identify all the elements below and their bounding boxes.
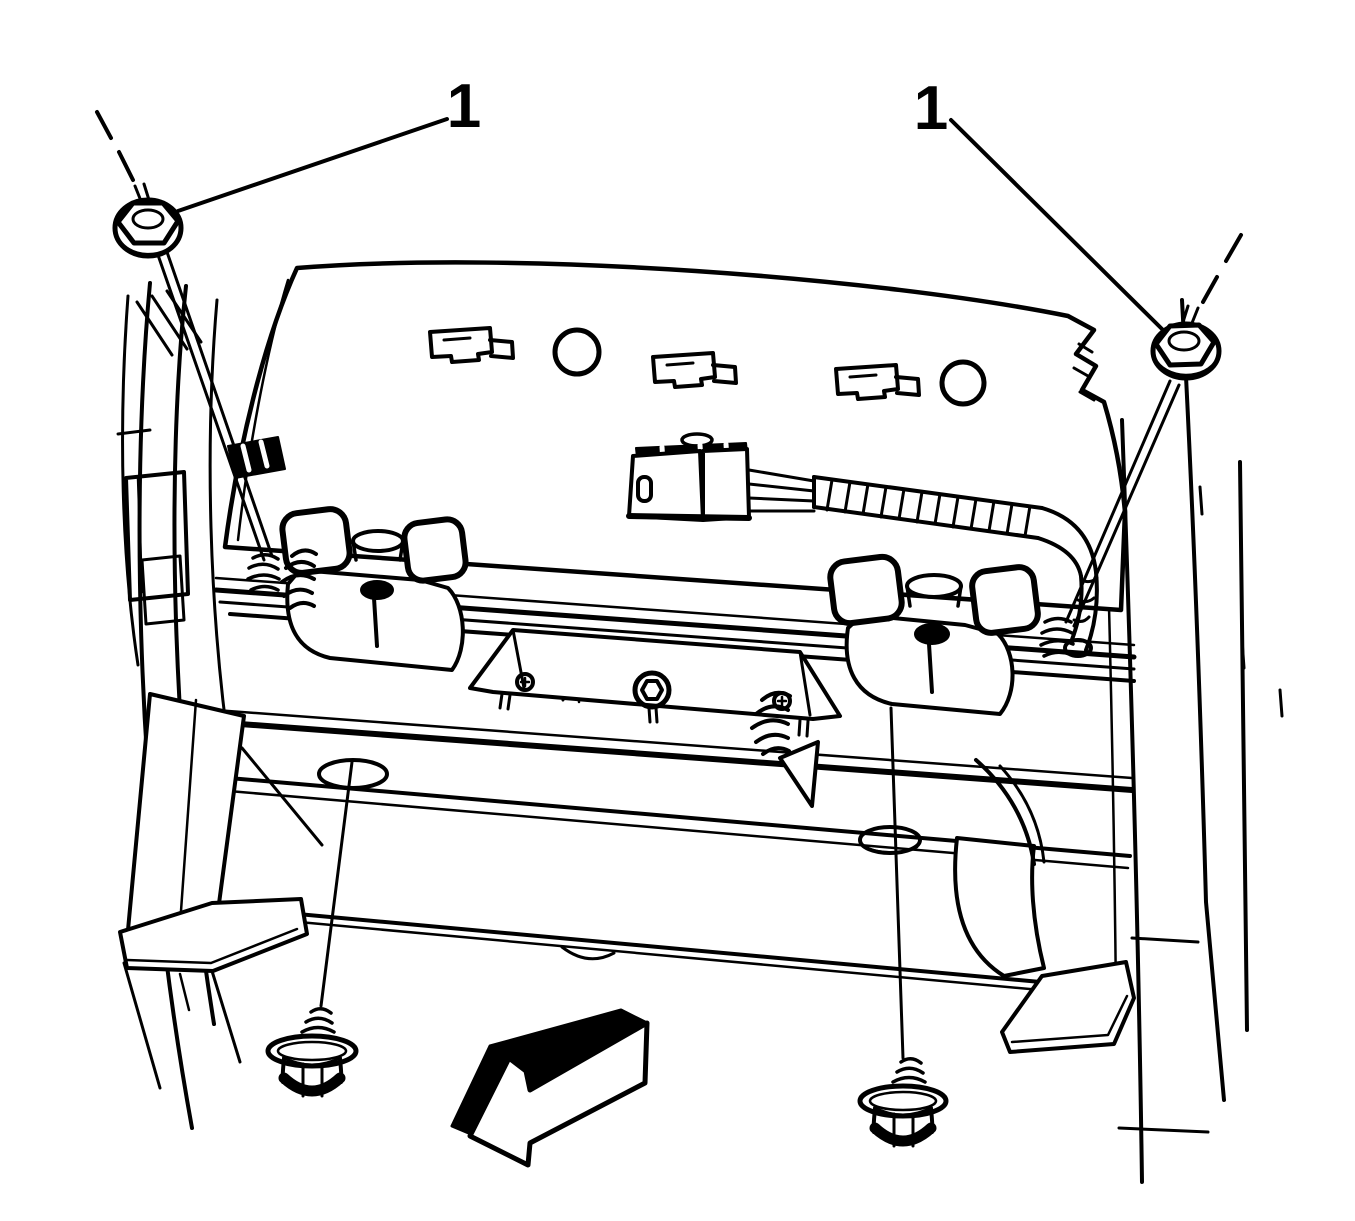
bolt-flange — [265, 1033, 359, 1069]
weld-stud-left — [246, 553, 281, 592]
panel-clip — [834, 363, 921, 401]
right-leg — [953, 758, 1046, 978]
torn-edge-hatch — [135, 300, 174, 357]
screw-head — [515, 672, 535, 692]
left-foot — [118, 897, 309, 1090]
harness-connector — [626, 432, 816, 522]
bolt-shaft — [156, 250, 274, 562]
mounting-bolt-lower-left — [265, 760, 359, 1098]
weld-stud-right — [1039, 616, 1075, 658]
striker-loop — [827, 553, 905, 627]
center-bracket — [468, 628, 842, 738]
top-fastener-right — [1064, 233, 1243, 628]
top-fastener-left — [95, 110, 274, 562]
striker-loop — [279, 506, 353, 576]
callouts — [176, 117, 1165, 332]
axis-dashed-line — [95, 110, 135, 182]
bolt-head — [278, 1072, 346, 1097]
axis-line — [319, 760, 354, 1008]
harness-wire — [747, 468, 816, 483]
torn-edge-hatch — [1077, 342, 1094, 354]
corrugated-hose — [750, 690, 792, 756]
latch-pin-cap — [905, 573, 963, 599]
striker-loop — [401, 516, 469, 584]
mounting-bolt-lower-right — [857, 706, 949, 1148]
striker-loop — [969, 564, 1041, 636]
callout-leader-right — [949, 118, 1165, 332]
latch-pin-cap — [351, 529, 405, 553]
seat-cushion-panel — [222, 260, 1128, 613]
panel-hole — [552, 327, 602, 377]
bolt-shaft — [1064, 379, 1181, 628]
bolt-threads — [297, 1007, 339, 1044]
panel-hole — [939, 359, 987, 407]
direction-arrow — [450, 1008, 650, 1168]
panel-clip — [651, 351, 738, 389]
hex-nut — [632, 670, 672, 710]
right-trim-panel — [1102, 298, 1284, 1184]
seat-latch-right — [750, 553, 1041, 808]
bolt-head — [869, 1122, 937, 1147]
right-foot — [1000, 960, 1136, 1054]
callout-label-left: 1 — [447, 72, 481, 141]
corrugated-conduit — [812, 475, 1099, 658]
axis-dashed-line — [1201, 233, 1243, 304]
callout-leader-left — [176, 117, 449, 213]
panel-clip — [428, 326, 515, 364]
seat-latch-left — [227, 436, 469, 672]
hex-nut — [115, 200, 181, 246]
corrugated-hose — [280, 548, 318, 610]
bolt-threads — [888, 1057, 930, 1094]
axis-line — [889, 706, 905, 1060]
callout-label-right: 1 — [914, 74, 948, 143]
